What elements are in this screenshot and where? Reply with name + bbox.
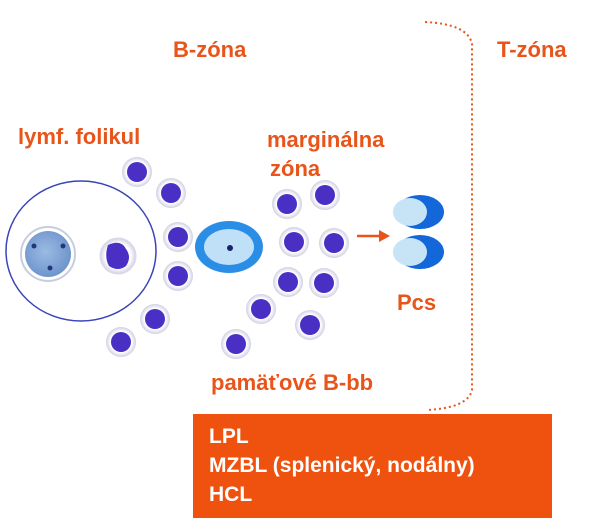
plasma-cells-label: Pcs <box>397 290 437 315</box>
lymphocyte-cell <box>140 304 170 334</box>
lymphocyte-cell <box>163 222 193 252</box>
lymphocyte-cell <box>279 227 309 257</box>
b-zone-label: B-zóna <box>173 37 247 62</box>
lymphocyte-cell <box>246 294 276 324</box>
memory-b-cells-label: pamäťové B-bb <box>211 370 374 395</box>
follicle-blast-cell <box>99 237 137 275</box>
arrow-to-plasma-cells <box>357 230 390 242</box>
legend-item-mzbl: MZBL (splenický, nodálny) <box>209 454 475 477</box>
lymphocyte-cell <box>163 261 193 291</box>
lymphocyte-cell <box>310 180 340 210</box>
lymphocyte-cell <box>106 327 136 357</box>
plasma-cell <box>393 235 444 269</box>
lymphocyte-cell <box>319 228 349 258</box>
follicle-label: lymf. folikul <box>18 124 141 149</box>
marginal-zone-cell <box>195 221 263 273</box>
b-lymphocytes <box>106 157 349 359</box>
t-zone-label: T-zóna <box>497 37 567 62</box>
lymphocyte-cell <box>309 268 339 298</box>
follicle-outline <box>5 180 157 322</box>
plasma-cell <box>393 195 444 229</box>
lymphocyte-cell <box>295 310 325 340</box>
lymphocyte-cell <box>221 329 251 359</box>
lymphocyte-cell <box>273 267 303 297</box>
lymphoma-legend-box: LPL MZBL (splenický, nodálny) HCL <box>193 414 552 518</box>
legend-item-hcl: HCL <box>209 483 253 506</box>
lymphocyte-cell <box>156 178 186 208</box>
lymphocyte-cell <box>122 157 152 187</box>
plasma-cells <box>393 195 444 269</box>
marginal-zone-label-line1: marginálna <box>267 127 385 152</box>
lymphocyte-cell <box>272 189 302 219</box>
marginal-zone-label-line2: zóna <box>270 156 321 181</box>
germinal-center <box>20 226 76 282</box>
legend-item-lpl: LPL <box>209 425 249 448</box>
